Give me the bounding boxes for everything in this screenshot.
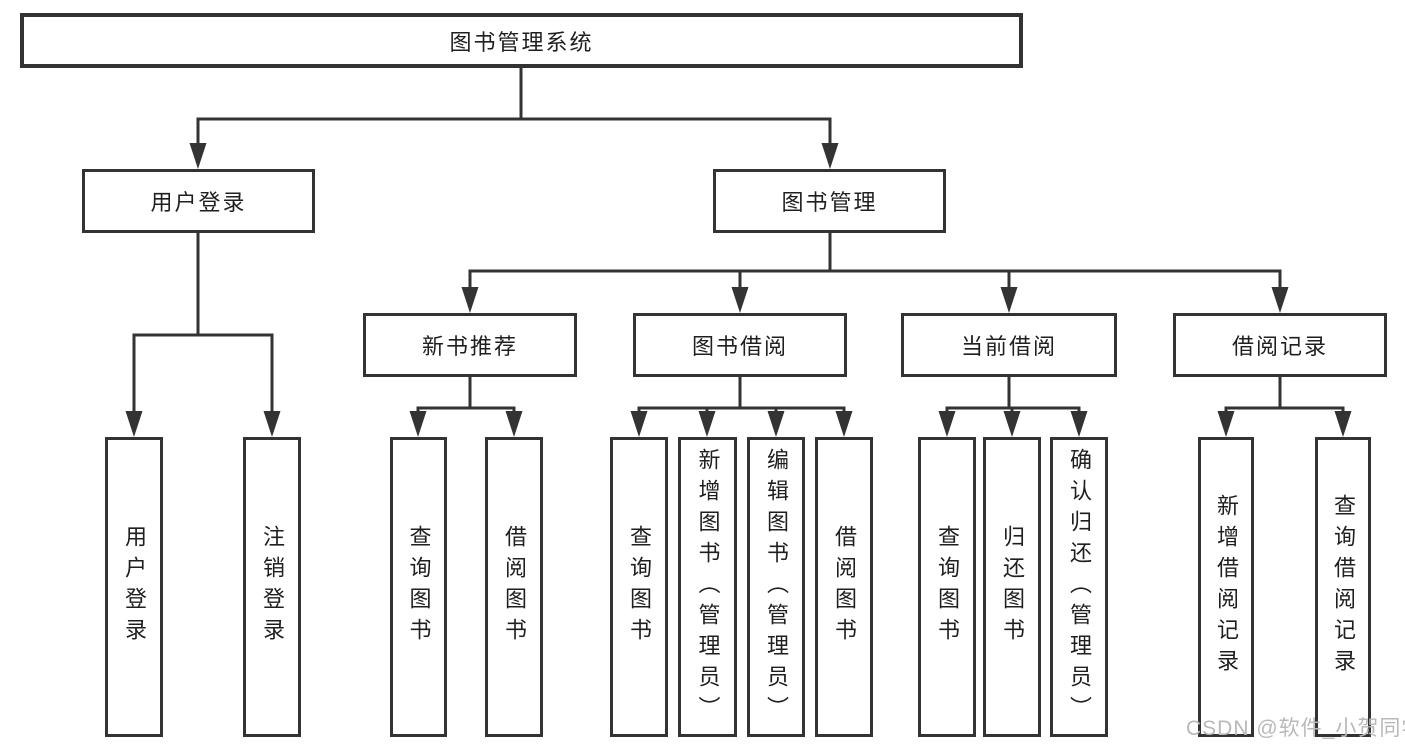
node-leaf-user-login: 用户登录 <box>105 437 163 737</box>
arrowhead-down <box>125 411 281 437</box>
node-leaf-query-borrow-record: 查询借阅记录 <box>1315 437 1371 737</box>
node-borrow-records: 借阅记录 <box>1173 313 1387 377</box>
node-label: 归还图书 <box>1000 525 1025 649</box>
node-leaf-borrow-book: 借阅图书 <box>815 437 873 737</box>
node-label: 用户登录 <box>150 190 247 215</box>
connector-current-borrow-children <box>938 377 1088 437</box>
node-label: 当前借阅 <box>960 334 1057 359</box>
arrowhead-down <box>189 143 839 169</box>
node-label: 图书借阅 <box>691 334 788 359</box>
node-label: 借阅图书 <box>832 525 857 649</box>
node-leaf-edit-book-admin: 编辑图书（管理员） <box>747 437 805 737</box>
node-book-borrow: 图书借阅 <box>633 313 847 377</box>
arrowhead-down <box>409 411 523 437</box>
node-leaf-return-book: 归还图书 <box>983 437 1041 737</box>
connector-book-management-children <box>461 233 1289 313</box>
node-leaf-query-books-current: 查询图书 <box>918 437 976 737</box>
connector-new-book-children <box>409 377 523 437</box>
node-label: 注销登录 <box>260 525 285 649</box>
node-new-book-recommend: 新书推荐 <box>363 313 577 377</box>
node-label: 借阅记录 <box>1231 334 1328 359</box>
node-leaf-logout: 注销登录 <box>243 437 301 737</box>
node-label: 查询图书 <box>935 525 960 649</box>
connector-book-borrow-children <box>630 377 853 437</box>
node-leaf-add-borrow-record: 新增借阅记录 <box>1198 437 1254 737</box>
node-label: 确认归还（管理员） <box>1067 447 1092 727</box>
node-label: 借阅图书 <box>502 525 527 649</box>
node-label: 用户登录 <box>122 525 147 649</box>
node-leaf-borrow-book-recommend: 借阅图书 <box>485 437 543 737</box>
node-label: 查询借阅记录 <box>1331 494 1356 680</box>
node-label: 图书管理 <box>781 190 878 215</box>
node-label: 新增借阅记录 <box>1214 494 1239 680</box>
node-leaf-confirm-return-admin: 确认归还（管理员） <box>1050 437 1108 737</box>
node-current-borrow: 当前借阅 <box>901 313 1117 377</box>
node-label: 新书推荐 <box>421 334 518 359</box>
node-label: 图书管理系统 <box>449 29 594 55</box>
connector-user-login-children <box>125 233 281 437</box>
arrowhead-down <box>1217 411 1352 437</box>
node-leaf-add-book-admin: 新增图书（管理员） <box>678 437 737 737</box>
arrowhead-down <box>630 411 853 437</box>
node-label: 查询图书 <box>406 525 432 649</box>
node-label: 新增图书（管理员） <box>695 447 721 727</box>
node-leaf-query-books-recommend: 查询图书 <box>390 437 447 737</box>
node-leaf-query-books-borrow: 查询图书 <box>610 437 668 737</box>
node-library-management-system: 图书管理系统 <box>20 13 1023 68</box>
connector-root-to-level2 <box>189 68 839 169</box>
node-label: 编辑图书（管理员） <box>764 447 789 727</box>
csdn-watermark: CSDN @软件_小贺同学 <box>1186 717 1405 740</box>
arrowhead-down <box>938 411 1088 437</box>
node-label: 查询图书 <box>627 525 652 649</box>
node-book-management: 图书管理 <box>713 169 946 233</box>
arrowhead-down <box>461 287 1289 313</box>
connector-borrow-records-children <box>1217 377 1352 437</box>
node-user-login: 用户登录 <box>82 169 315 233</box>
